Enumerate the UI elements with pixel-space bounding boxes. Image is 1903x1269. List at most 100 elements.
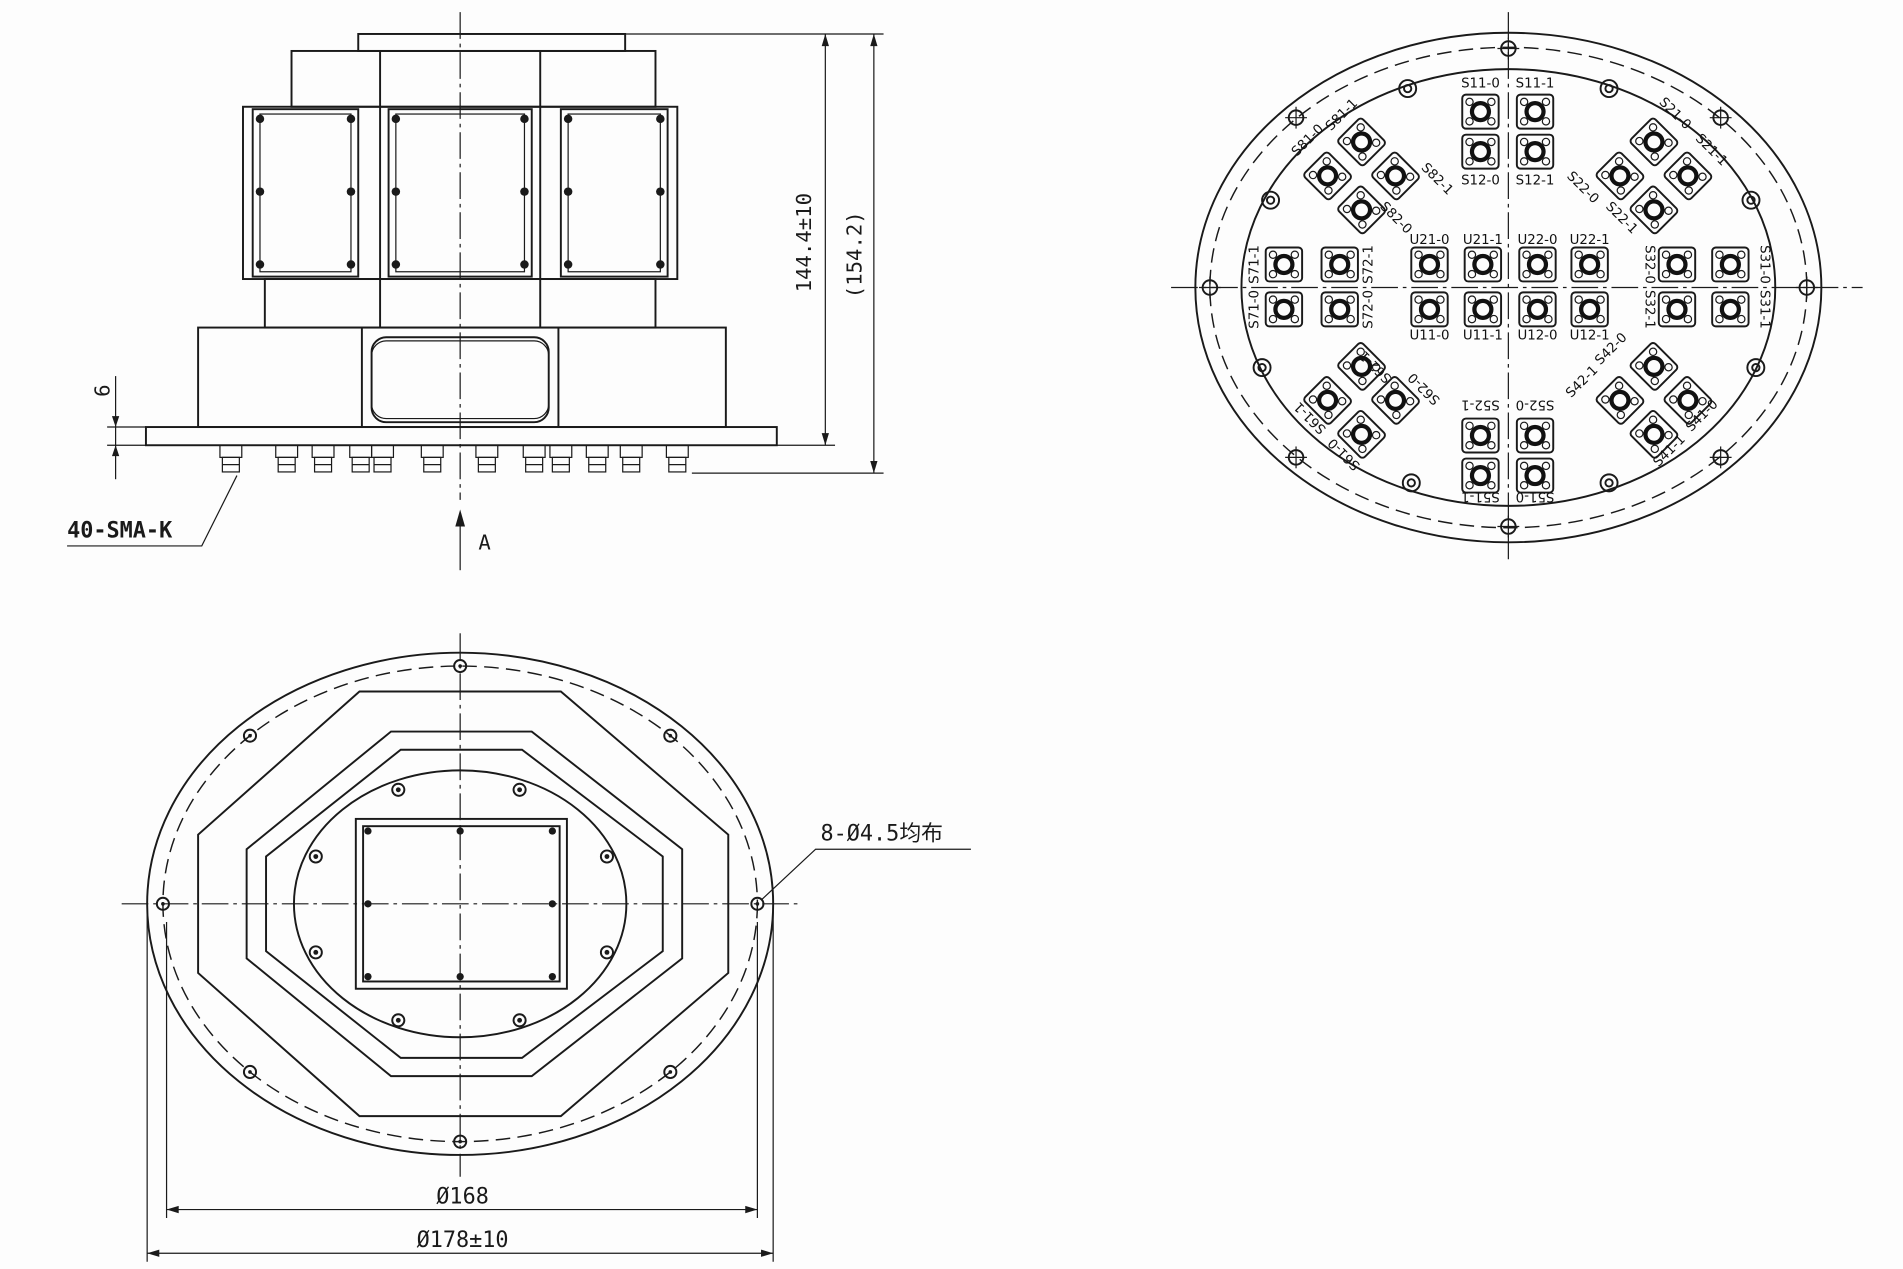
screw-hole — [1261, 190, 1281, 210]
upper-body — [290, 49, 657, 108]
panel-screw — [563, 260, 573, 269]
connector-label: S32-1 — [1641, 290, 1656, 329]
sma-connector — [1337, 117, 1386, 167]
cover-screw — [364, 827, 372, 835]
connector-callout: 40-SMA-K — [67, 518, 173, 543]
sma-connector — [1371, 376, 1420, 425]
mounting-hole — [750, 896, 765, 911]
mounting-hole — [242, 728, 258, 743]
sma-connector — [1663, 376, 1713, 425]
side-panel — [559, 108, 669, 278]
view-arrow-label: A — [478, 531, 491, 555]
panel-screw — [346, 187, 356, 196]
hole-leader — [760, 848, 971, 901]
side-panels — [251, 108, 669, 278]
sma-connector — [1410, 246, 1449, 283]
boss-screw — [512, 1013, 527, 1028]
square-cover — [354, 817, 568, 990]
screw-hole — [1741, 190, 1761, 210]
sma-connector — [665, 444, 689, 458]
connector-label: S71-0 — [1247, 290, 1262, 329]
screw-hole — [1401, 473, 1421, 493]
mounting-hole — [453, 1134, 468, 1149]
connector-label: S21-0 — [1656, 95, 1694, 133]
panel-screw — [563, 187, 573, 196]
inner-diameter: Ø168 — [436, 1184, 489, 1209]
sma-connector — [420, 444, 444, 458]
connector-label: S41-1 — [1651, 432, 1689, 470]
mounting-hole — [155, 896, 170, 911]
side-panel — [387, 108, 533, 278]
inner-boss — [292, 769, 628, 1039]
sma-connector — [1570, 291, 1609, 328]
bottom-holes — [155, 659, 765, 1149]
sma-connector — [1320, 246, 1359, 283]
flange — [144, 426, 778, 447]
side-view: 144.4±10 (154.2) 6 40-SMA-K A — [67, 12, 884, 571]
sma-connector — [1303, 151, 1352, 201]
connector-array — [1264, 93, 1750, 494]
connector-label: S51-0 — [1516, 489, 1555, 504]
sma-connector — [1595, 376, 1645, 425]
connector-label: S22-1 — [1602, 199, 1640, 237]
connector-label: S61-1 — [1292, 398, 1330, 436]
panel-screw — [520, 187, 529, 196]
sma-connector — [1461, 417, 1500, 454]
connector-label: S62-0 — [1406, 369, 1444, 407]
sma-connector — [1629, 185, 1679, 235]
sma-connector — [1303, 376, 1352, 425]
screw-hole — [1398, 79, 1418, 99]
bottom-view: Ø168 Ø178±10 8-Ø4.5均布 — [121, 633, 971, 1262]
sma-connector — [1595, 151, 1645, 201]
cover-screw — [548, 972, 556, 981]
sma-connector — [1515, 417, 1555, 454]
top-cap — [357, 32, 627, 52]
sma-connector — [1463, 291, 1503, 328]
screw-hole — [1252, 358, 1272, 378]
connector-label: S32-0 — [1641, 245, 1656, 284]
connector-label: S72-1 — [1361, 245, 1376, 284]
connector-label: U22-1 — [1570, 233, 1610, 248]
panel-screw — [563, 114, 573, 124]
panel-screw — [255, 260, 265, 269]
sma-connector — [219, 444, 243, 458]
panel-screw — [255, 187, 265, 196]
connector-label: S81-1 — [1323, 96, 1361, 134]
connector-label: U22-0 — [1517, 233, 1557, 248]
sma-connector — [1410, 291, 1449, 328]
sma-connector — [275, 444, 299, 458]
sma-connector — [475, 444, 499, 458]
cover-screw — [456, 827, 464, 835]
sma-connector — [522, 444, 546, 458]
sma-connector — [370, 444, 395, 458]
sma-connector — [1570, 246, 1609, 283]
connector-label: U11-0 — [1409, 329, 1449, 344]
connector-label: S71-1 — [1247, 245, 1262, 284]
flange-dimension: 6 — [91, 384, 115, 396]
connector-label: U12-1 — [1570, 329, 1610, 344]
sma-connector — [1337, 342, 1386, 391]
connector-label: U11-1 — [1463, 329, 1503, 344]
face-outer-ring — [1194, 31, 1823, 544]
sma-connector — [1515, 133, 1555, 170]
boss-screw — [391, 782, 406, 797]
connector-label: S72-0 — [1361, 290, 1376, 329]
sma-connector — [1371, 151, 1420, 201]
screw-hole — [1746, 358, 1766, 378]
screw-hole — [1599, 473, 1619, 493]
base-block — [197, 326, 727, 429]
connector-label: S52-0 — [1516, 396, 1555, 411]
sma-connector — [1711, 291, 1750, 328]
panel-screw — [391, 260, 401, 269]
boss-screw — [308, 849, 323, 864]
cover-screw — [364, 972, 372, 981]
connector-label: S62-1 — [1357, 347, 1395, 385]
face-inner-ring — [1240, 68, 1777, 507]
sma-connector — [349, 444, 373, 458]
panel-screw — [656, 260, 665, 269]
hole-callout: 8-Ø4.5均布 — [820, 822, 943, 847]
connector-label: S12-0 — [1461, 173, 1500, 188]
sma-connector — [585, 444, 609, 458]
panel-screw — [520, 260, 529, 269]
